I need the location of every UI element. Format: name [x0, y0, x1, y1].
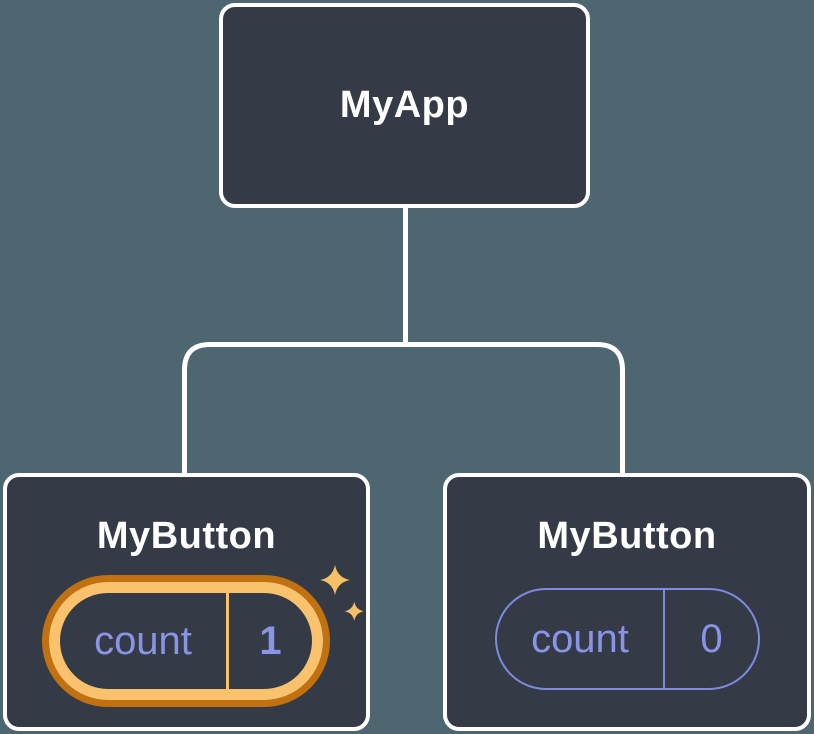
- state-value: 0: [700, 616, 723, 661]
- state-key: count: [531, 616, 629, 661]
- state-badge-divider: [226, 593, 229, 689]
- state-badge-divider: [663, 590, 665, 688]
- node-mybutton-plain: MyButton count 0: [443, 473, 811, 731]
- sparkle-large-icon: [320, 565, 350, 595]
- state-badge-count-plain: count 0: [495, 588, 760, 690]
- node-mybutton-2-label: MyButton: [537, 515, 717, 557]
- state-badge-count-highlighted: count 1: [49, 582, 323, 700]
- node-mybutton-highlighted: MyButton count 1: [3, 473, 370, 731]
- sparkle-small-icon: [344, 601, 364, 621]
- node-mybutton-1-label: MyButton: [96, 515, 277, 557]
- state-key: count: [94, 618, 192, 663]
- sparkle-icon: [320, 565, 364, 621]
- node-myapp-label: MyApp: [339, 84, 470, 126]
- state-value: 1: [259, 618, 282, 663]
- node-myapp: MyApp: [219, 3, 590, 208]
- connector-branch: [182, 342, 625, 474]
